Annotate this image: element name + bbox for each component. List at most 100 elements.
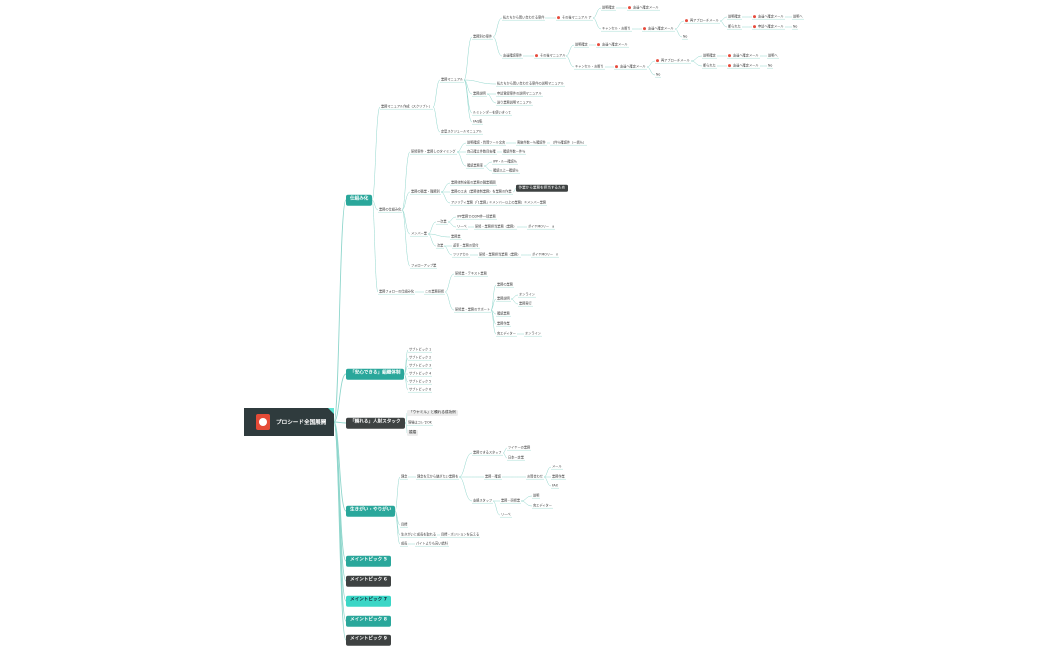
topic-node[interactable]: 支援スタッフ [472, 499, 493, 502]
topic-node[interactable]: 業務説明 [472, 92, 487, 95]
topic-node[interactable]: 業務作業 [551, 475, 566, 478]
topic-node[interactable]: メール [551, 465, 563, 468]
topic-node[interactable]: お問合わせ [526, 475, 544, 478]
topic-node[interactable]: 業務・研修業 [500, 499, 521, 502]
topic-node[interactable]: 申請登録案件の説明マニュアル [496, 92, 543, 95]
main-topic[interactable]: メイントピック 5 [346, 555, 391, 567]
topic-node[interactable]: 日本一定業 [507, 456, 525, 459]
main-topic[interactable]: 「安心できる」組織体制 [346, 368, 405, 380]
callout-topic[interactable]: 作業から業務を担当するため [516, 184, 568, 192]
topic-node[interactable]: 業務・確認 [484, 475, 502, 478]
topic-node[interactable]: 確認業務率 [466, 164, 484, 167]
topic-node[interactable]: 研修案件・業務しのタイミング [410, 150, 457, 153]
topic-node[interactable]: 業務できるスタッフ [472, 451, 503, 454]
topic-node[interactable]: ツリアカル [452, 253, 470, 256]
topic-node[interactable]: No [792, 25, 798, 28]
topic-node[interactable]: No [682, 35, 688, 38]
topic-node[interactable]: 友達へ確定メール [627, 6, 660, 10]
main-topic[interactable]: 「頼れる」人財スタック [346, 417, 405, 429]
topic-node[interactable]: 業務の工夫（業務体制業務）を業務の作業 [450, 190, 513, 193]
topic-node[interactable]: 私たちから問い合わせる案件 [502, 16, 545, 19]
topic-node[interactable]: 業務別の案件 [472, 35, 493, 38]
topic-node[interactable]: 業務の職業・職務別 [410, 190, 441, 193]
topic-node[interactable]: リーベ [500, 513, 512, 516]
topic-node[interactable]: （件％確認件（一括％） [550, 141, 587, 144]
topic-node[interactable]: 研修業・テキスト業務 [454, 272, 488, 275]
main-topic[interactable]: メイントピック 8 [346, 615, 391, 627]
topic-node[interactable]: サブトピック 1 [408, 348, 432, 351]
topic-node[interactable]: 次業 [436, 244, 444, 247]
topic-node[interactable]: ダイヤMOリー a [527, 225, 555, 228]
topic-node[interactable]: 説明確認・質問ツール文言 [466, 141, 506, 144]
topic-node[interactable]: 理念を元から継ぎたい業務を [416, 475, 459, 478]
topic-node[interactable]: 私たちから問い合わせる案件の説明マニュアル [496, 82, 565, 85]
topic-node[interactable]: 「ウヤミル」と頼れる成功例 [407, 410, 458, 416]
topic-node[interactable]: キャンセル・お断り [601, 27, 632, 30]
topic-node[interactable]: 申請へ確定メール [752, 25, 785, 29]
main-topic[interactable]: メイントピック 9 [346, 634, 391, 646]
topic-node[interactable]: 成長 [400, 542, 408, 545]
topic-node[interactable]: 業務業 [450, 235, 462, 238]
topic-node[interactable]: 再アプローチメール [655, 59, 691, 63]
topic-node[interactable]: 現場はコレでOK [407, 421, 433, 424]
topic-node[interactable]: その後マニュアル [534, 54, 566, 58]
topic-node[interactable]: 友達へ確定メール [596, 43, 629, 47]
topic-node[interactable]: 目標 [400, 523, 408, 526]
central-topic[interactable]: プロシード全国展開 [244, 408, 334, 436]
topic-node[interactable]: IPP業務でのDM件一括業務 [456, 215, 497, 218]
topic-node[interactable]: 研修業・業務のサポート [454, 308, 491, 311]
topic-node[interactable]: 定型スケジュールマニュアル [440, 130, 483, 133]
topic-node[interactable]: リーベ [456, 225, 468, 228]
topic-node[interactable]: 送り業務説明マニュアル [496, 101, 533, 104]
topic-node[interactable]: フォローアップ業 [410, 264, 437, 267]
topic-node[interactable]: 説明確定 [574, 43, 589, 46]
topic-node[interactable]: オンライン [518, 293, 536, 296]
topic-node[interactable]: 業務の業務 [496, 283, 514, 286]
topic-node[interactable]: 研修・業務担当業務（業務） [478, 253, 521, 256]
topic-node[interactable]: 友達へ確定メール [642, 27, 675, 31]
topic-node[interactable]: その後マニュアル ア [556, 16, 593, 20]
topic-node[interactable]: ツイヤーの業務 [507, 446, 531, 449]
topic-node[interactable]: ルミレンダーを使いきって [472, 111, 512, 114]
topic-node[interactable]: 説明へ [792, 15, 804, 18]
topic-node[interactable]: No [655, 73, 661, 76]
topic-node[interactable]: 完エディター [496, 332, 517, 335]
topic-node[interactable]: 説明確定 [727, 15, 742, 18]
topic-node[interactable]: 理念 [400, 475, 408, 478]
topic-node[interactable]: 説明確定 [601, 6, 616, 9]
topic-node[interactable]: 返事・業務の受付 [452, 244, 480, 247]
topic-node[interactable]: 友達へ確定メール [727, 64, 760, 68]
topic-node[interactable]: 業務実行 [518, 302, 533, 305]
topic-node[interactable]: サブトピック 2 [408, 356, 432, 359]
topic-node[interactable]: 確認業務 [496, 312, 511, 315]
topic-node[interactable]: 研修・業務担当業務（業務） [474, 225, 517, 228]
topic-node[interactable]: 嬉嬉 [407, 430, 419, 436]
topic-node[interactable]: オンライン [524, 332, 542, 335]
topic-node[interactable]: No [767, 64, 773, 67]
topic-node[interactable]: 確認件数ー件％ [502, 150, 526, 153]
topic-node[interactable]: 実施件数ー％確認件 [516, 141, 547, 144]
topic-node[interactable]: 再アプローチメール [684, 19, 720, 23]
topic-node[interactable]: 説明へ [767, 54, 779, 57]
topic-node[interactable]: 目標・ポジションを伝える [440, 533, 480, 536]
topic-node[interactable]: 断られた [702, 64, 717, 67]
topic-node[interactable]: キャンセル・お断り [574, 65, 605, 68]
topic-node[interactable]: 業務説明 [496, 297, 511, 300]
topic-node[interactable]: 友達確認案件 [502, 54, 523, 57]
topic-node[interactable]: メンバー業 [410, 232, 428, 235]
topic-node[interactable]: 一次業 [436, 220, 448, 223]
topic-node[interactable]: FAQ集 [472, 120, 483, 123]
topic-node[interactable]: FAX [551, 484, 559, 487]
topic-node[interactable]: 説明確定 [702, 54, 717, 57]
topic-node[interactable]: 友達へ確定メール [752, 15, 785, 19]
topic-node[interactable]: 業務マニュアル作成（スクリプト） [380, 105, 433, 108]
main-topic[interactable]: メイントピック 7 [346, 595, 391, 607]
topic-node[interactable]: 断られた [727, 25, 742, 28]
topic-node[interactable]: ダイヤMOリー n [531, 253, 559, 256]
topic-node[interactable]: 友達へ確定メール [614, 65, 647, 69]
topic-node[interactable]: 友達へ確定メール [727, 54, 760, 58]
topic-node[interactable]: アジリティ業務（「1業務」①メンバー以上の業務）②メンバー業務 [450, 201, 547, 204]
topic-node[interactable]: IPP・ル一確認％ [492, 160, 518, 163]
main-topic[interactable]: メイントピック 6 [346, 575, 391, 587]
topic-node[interactable]: 説明 [532, 494, 540, 497]
